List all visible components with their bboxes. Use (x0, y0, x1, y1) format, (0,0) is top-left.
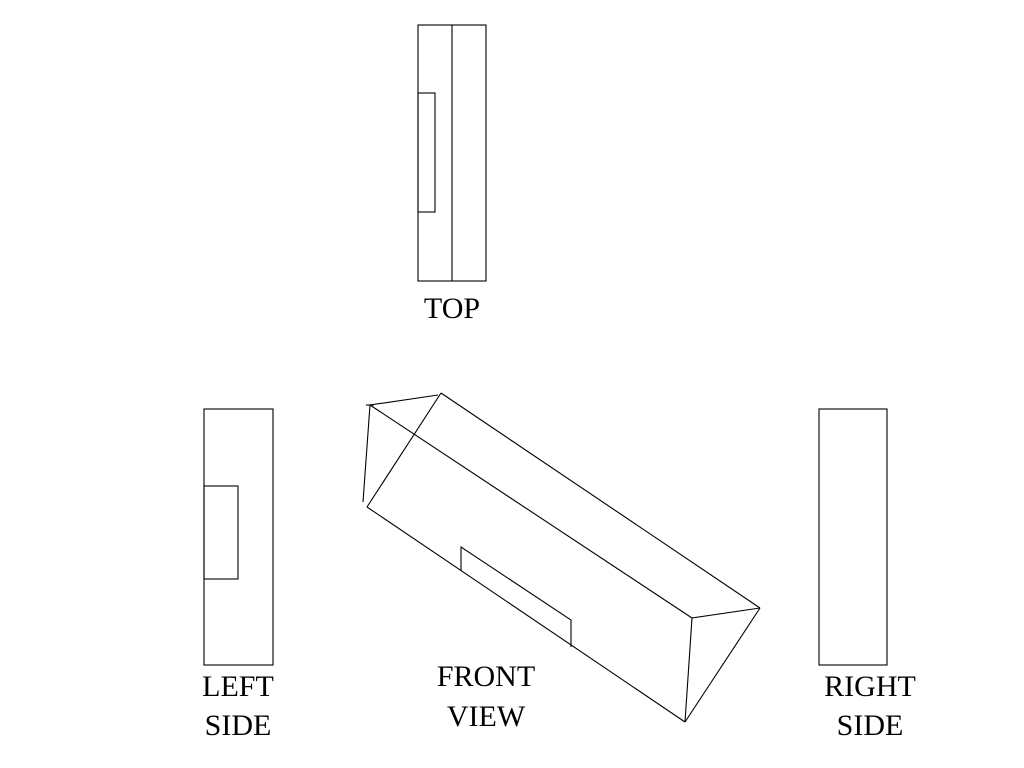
top-view-label: TOP (424, 292, 480, 325)
front-view-left-face (362, 394, 439, 503)
front-view-right-face (684, 607, 761, 723)
left-side-label-line1: LEFT (202, 670, 274, 703)
left-side-label-line2: SIDE (205, 709, 272, 742)
right-side-label-line1: RIGHT (824, 670, 916, 703)
front-view-ridge-left (366, 392, 442, 508)
left-side-view: LEFT SIDE (202, 408, 274, 742)
front-view-top-edge-back (369, 404, 693, 619)
top-view-slot (417, 92, 436, 213)
top-view: TOP (417, 24, 487, 325)
left-side-slot (203, 485, 239, 580)
front-view-slot (460, 545, 572, 647)
front-view-bottom-edge (366, 506, 686, 723)
right-side-view: RIGHT SIDE (818, 408, 916, 742)
front-view-ridge-top (440, 392, 761, 609)
front-view-right-ridge (684, 607, 761, 723)
right-side-label-line2: SIDE (837, 709, 904, 742)
front-view: FRONT VIEW (362, 392, 761, 733)
front-view-label-line1: FRONT (437, 660, 535, 693)
front-view-label-line2: VIEW (447, 700, 526, 733)
right-side-outline (818, 408, 888, 666)
